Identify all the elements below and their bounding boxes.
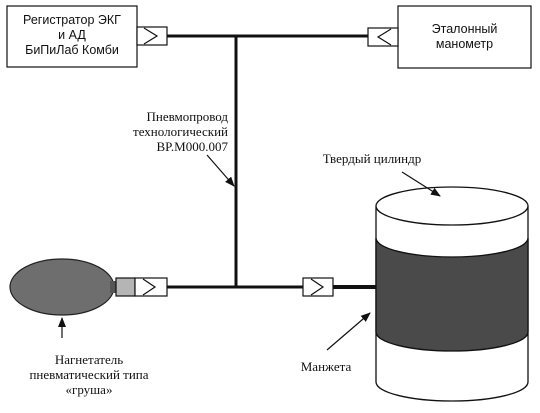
pump-label: Нагнетатель пневматический типа «груша» [4,352,174,397]
cuff-arrow [326,312,371,351]
pipeline-line-2: технологический [133,124,228,139]
pneumatic-pipe [167,34,368,289]
pump-connector [115,277,168,297]
registrator-label: Регистратор ЭКГ и АД БиПиЛаб Комби [7,13,137,58]
pump-line-2: пневматический типа [29,367,149,382]
pipeline-label: Пневмопровод технологический BP.M000.007 [112,109,228,154]
pipeline-line-1: Пневмопровод [146,109,228,124]
registrator-line-2: и АД [58,28,86,42]
cylinder-arrow [401,171,441,197]
pump-bulb [9,258,118,316]
registrator-line-3: БиПиЛаб Комби [25,43,119,57]
manometer-connector [367,27,399,47]
registrator-line-1: Регистратор ЭКГ [23,13,121,27]
pipeline-arrow [206,154,235,187]
cuff-label: Манжета [300,359,352,374]
cuff-connector [302,277,334,297]
pump-line-1: Нагнетатель [54,352,124,367]
cuff-band [375,237,529,352]
cylinder-label: Твердый цилиндр [322,151,422,166]
manometer-label: Эталонный манометр [398,22,531,52]
manometer-box [397,5,532,69]
registrator-box [6,5,138,68]
registrator-connector [136,26,168,46]
manometer-line-2: манометр [435,37,494,51]
manometer-line-1: Эталонный [431,22,498,36]
pump-line-3: «груша» [65,382,113,397]
pipeline-line-3: BP.M000.007 [156,139,228,154]
